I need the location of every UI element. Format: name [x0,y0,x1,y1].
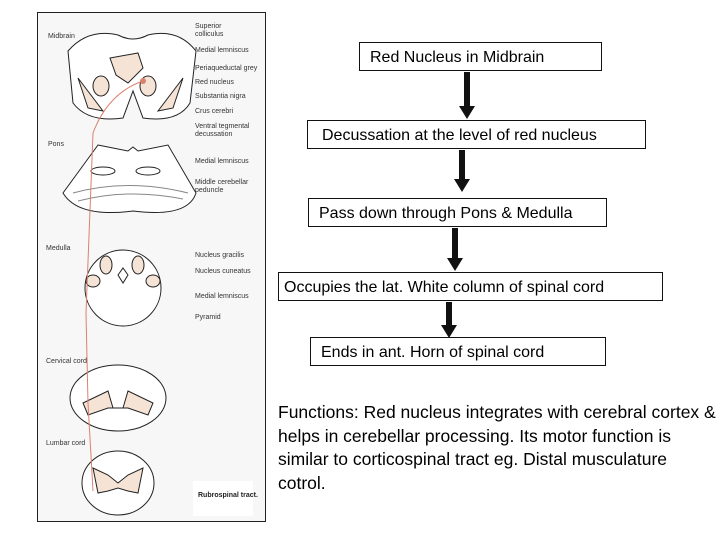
flow-step-3: Pass down through Pons & Medulla [308,198,607,227]
label-medial-lemniscus-pons: Medial lemniscus [195,158,249,165]
functions-text: Functions: Red nucleus integrates with c… [278,402,716,493]
section-lumbar: Lumbar cord [46,440,86,447]
section-pons: Pons [48,141,64,148]
label-medial-lemniscus-medulla: Medial lemniscus [195,293,249,300]
arrow-down-icon [454,150,470,192]
label-ventral-tegmental-decussation: Ventral tegmental decussation [195,123,250,138]
label-medial-lemniscus: Medial lemniscus [195,47,249,54]
label-superior-colliculus: Superior colliculus [195,23,224,38]
figure-caption: Rubrospinal tract. [198,492,258,499]
section-midbrain: Midbrain [48,33,75,40]
label-substantia-nigra: Substantia nigra [195,93,246,100]
arrow-down-icon [459,72,475,119]
arrow-down-icon [441,302,457,338]
flow-step-1: Red Nucleus in Midbrain [359,42,602,71]
brainstem-cord-drawing [62,32,253,516]
flow-step-2: Decussation at the level of red nucleus [307,120,646,149]
label-pyramid: Pyramid [195,314,221,321]
section-medulla: Medulla [46,245,71,252]
rubrospinal-tract-figure: Midbrain Pons Medulla Cervical cord Lumb… [37,12,266,522]
label-nucleus-cuneatus: Nucleus cuneatus [195,268,251,275]
label-crus-cerebri: Crus cerebri [195,108,234,115]
label-periaqueductal-grey: Periaqueductal grey [195,65,258,72]
label-middle-cerebellar-peduncle: Middle cerebellar peduncle [195,179,249,194]
section-cervical: Cervical cord [46,358,87,365]
flow-step-5: Ends in ant. Horn of spinal cord [310,337,606,366]
label-nucleus-gracilis: Nucleus gracilis [195,252,245,259]
label-red-nucleus: Red nucleus [195,79,234,86]
arrow-down-icon [447,228,463,271]
flow-step-4: Occupies the lat. White column of spinal… [278,272,663,301]
